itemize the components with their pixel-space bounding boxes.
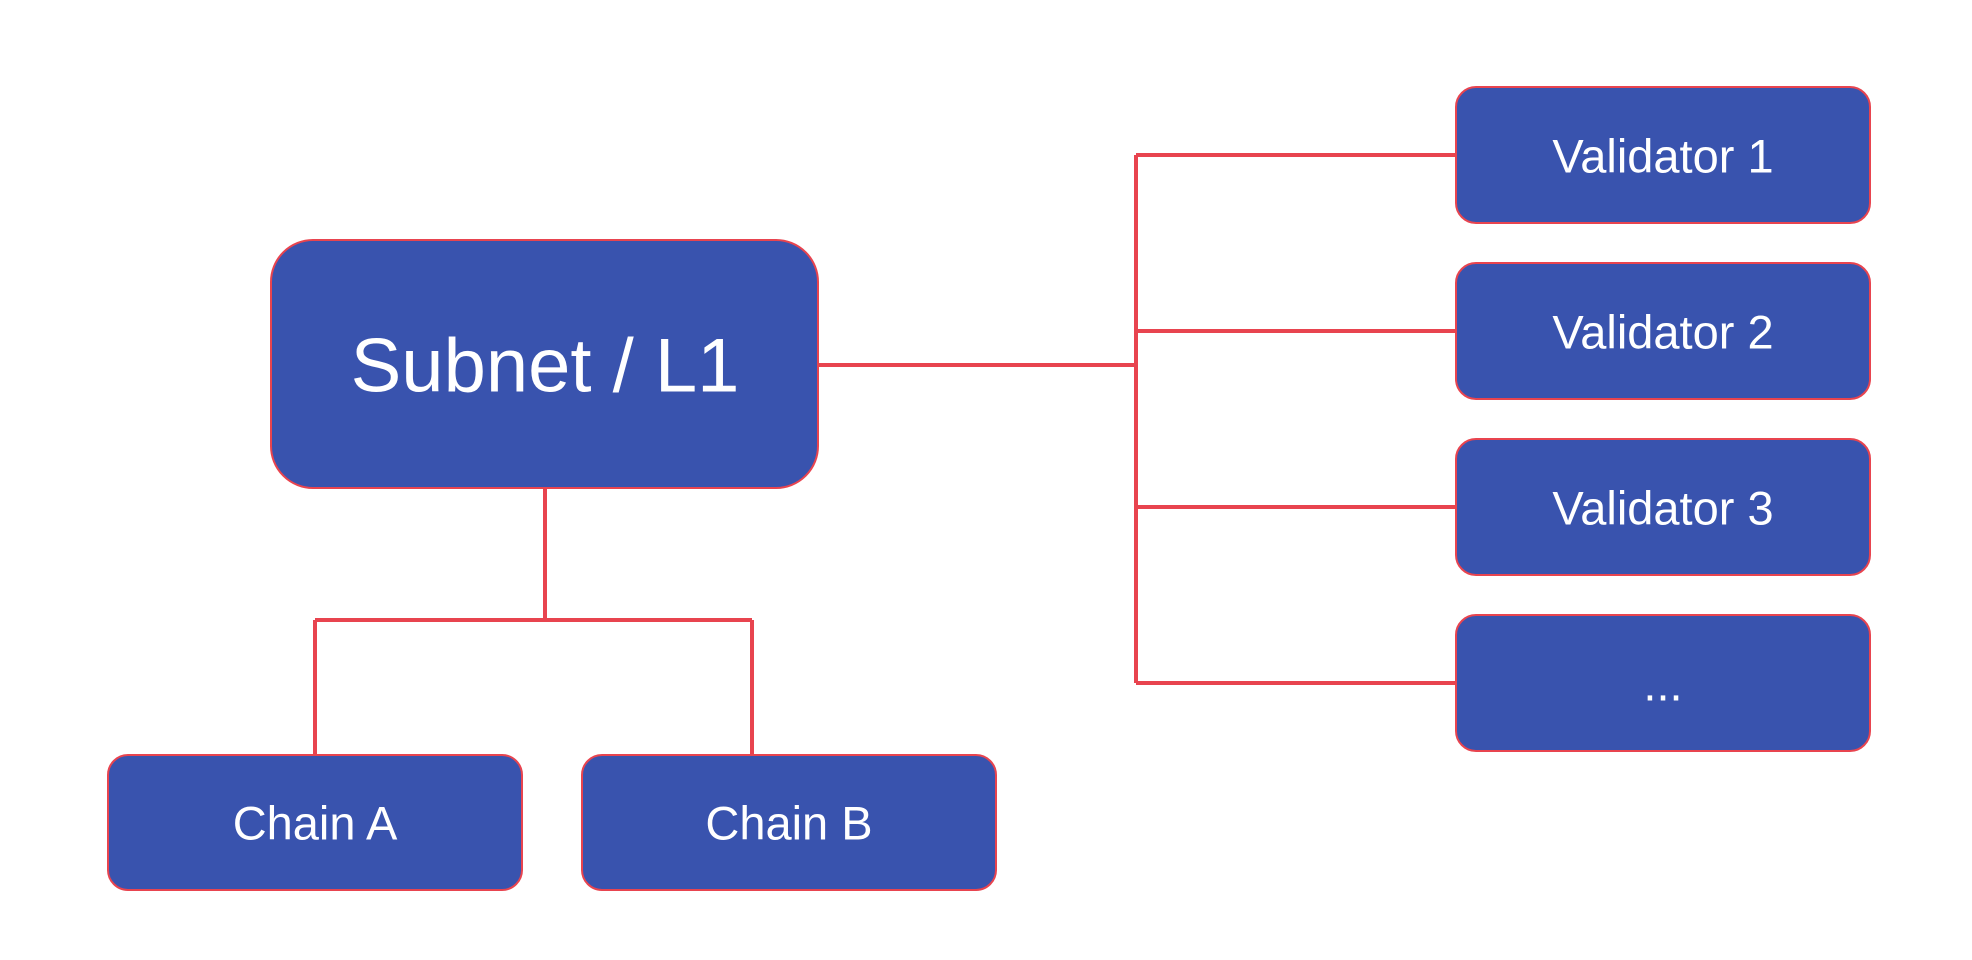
node-validator-3: Validator 3 (1455, 438, 1871, 576)
chain-connectors (313, 488, 754, 755)
node-validator-3-label: Validator 3 (1552, 482, 1773, 535)
node-chain-a: Chain A (107, 754, 523, 891)
node-chain-a-label: Chain A (233, 797, 398, 850)
node-validator-more-label: ... (1643, 658, 1682, 711)
node-validator-2: Validator 2 (1455, 262, 1871, 400)
node-subnet-l1: Subnet / L1 (270, 239, 819, 489)
node-validator-2-label: Validator 2 (1552, 306, 1773, 359)
node-chain-b: Chain B (581, 754, 997, 891)
node-chain-a-box (107, 754, 523, 891)
node-subnet-l1-label: Subnet / L1 (351, 324, 740, 409)
node-validator-1-label: Validator 1 (1552, 130, 1773, 183)
node-validator-1: Validator 1 (1455, 86, 1871, 224)
node-validator-more-box (1455, 614, 1871, 752)
node-validator-1-box (1455, 86, 1871, 224)
node-subnet-l1-box (270, 239, 819, 489)
node-validator-more: ... (1455, 614, 1871, 752)
node-validator-3-box (1455, 438, 1871, 576)
node-chain-b-label: Chain B (705, 797, 872, 850)
node-chain-b-box (581, 754, 997, 891)
validator-connectors (818, 153, 1456, 685)
node-validator-2-box (1455, 262, 1871, 400)
